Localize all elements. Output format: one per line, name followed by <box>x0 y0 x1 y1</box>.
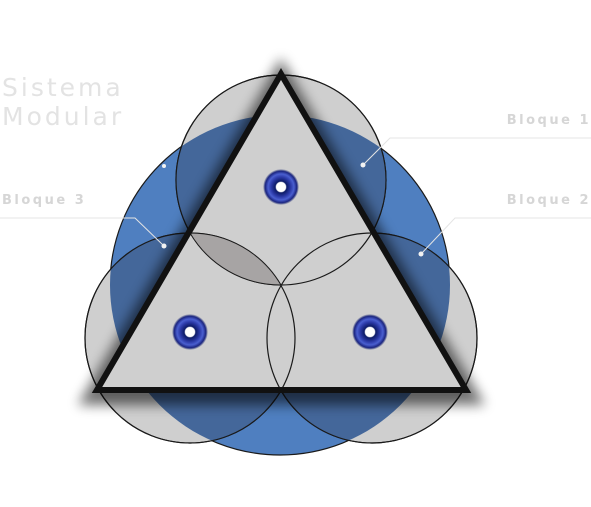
callout-leaders <box>0 137 591 257</box>
title-line-1: Sistema <box>2 73 124 102</box>
triangle <box>97 74 466 390</box>
callout-bloque-3: Bloque 3 <box>2 193 86 208</box>
top-node <box>263 169 299 205</box>
triangle-outline <box>91 68 472 393</box>
nodes <box>172 169 388 350</box>
bottom-left-node <box>172 314 208 350</box>
lens-overlaps <box>189 232 282 286</box>
callout-bloque-1: Bloque 1 <box>507 113 591 128</box>
bottom-right-node <box>352 314 388 350</box>
callout-bloque-2: Bloque 2 <box>507 193 591 208</box>
title: Sistema Modular <box>2 73 124 131</box>
title-line-2: Modular <box>2 102 124 131</box>
